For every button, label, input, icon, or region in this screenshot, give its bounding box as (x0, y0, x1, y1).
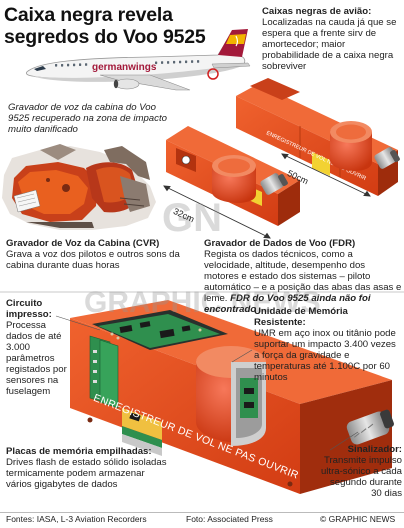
cvr-body: Grava a voz dos pilotos e outros sons da… (6, 249, 180, 272)
dimension-arrows (163, 153, 371, 239)
fdr-heading: Gravador de Dados de Voo (FDR) (204, 238, 356, 249)
cutaway-box-drawing (70, 300, 394, 494)
footer-photo-credit: Foto: Associated Press (186, 514, 273, 524)
memory-unit-heading: Unidade de Memória Resistente: (254, 306, 348, 329)
crash-survivable-memory-unit (196, 346, 266, 446)
fdr-description: Gravador de Dados de Voo (FDR) Regista o… (204, 238, 402, 315)
black-boxes-body: Localizadas na cauda já que se espera qu… (262, 17, 397, 73)
cvr-memory-cylinder (212, 155, 256, 203)
cvr-heading: Gravador de Voz da Cabina (CVR) (6, 238, 160, 249)
beacon-callout: Sinalizador: Transmite impulso ultra-són… (318, 444, 402, 499)
black-boxes-heading: Caixas negras de avião: (262, 6, 372, 17)
beacon-body: Transmite impulso ultra-sónico a cada se… (320, 455, 402, 500)
cvr-found-note: Gravador de voz da cabina do Voo 9525 re… (8, 102, 167, 136)
memory-boards-callout: Placas de memória empilhadas: Drives fla… (6, 446, 172, 490)
beacon-heading: Sinalizador: (347, 444, 402, 455)
fdr-box-drawing: ENREGISTREUR DE VOL NE PAS OUVRIR (236, 78, 400, 196)
watermark-text: GRAPHIC NEWS (84, 286, 321, 319)
fdr-memory-cylinder (330, 121, 372, 171)
footer-sources: Fontes: IASA, L-3 Aviation Recorders (6, 514, 147, 524)
footer-copyright: © GRAPHIC NEWS (320, 514, 396, 524)
circuit-heading: Circuito impresso: (6, 298, 52, 321)
black-boxes-callout: Caixas negras de avião: Localizadas na c… (262, 6, 402, 72)
fdr-body: Regista os dados técnicos, como a veloci… (204, 249, 402, 305)
page-title: Caixa negra revela segredos do Voo 9525 (4, 4, 206, 49)
airline-logo-text: germanwings (92, 62, 157, 73)
fdr-note: FDR do Voo 9525 ainda não foi encontrado (204, 293, 371, 316)
fdr-beacon (374, 147, 400, 169)
memory-boards-heading: Placas de memória empilhadas: (6, 446, 152, 457)
circuit-callout: Circuito impresso: Processa dados de até… (6, 298, 72, 397)
cvr-box-drawing (166, 126, 300, 226)
circuit-body: Processa dados de até 3.000 parâmetros r… (6, 320, 67, 398)
watermark-gn: GN (162, 196, 222, 240)
airplane-drawing: germanwings (25, 29, 251, 91)
memory-unit-callout: Unidade de Memória Resistente: UMR em aç… (254, 306, 400, 383)
cvr-beacon (260, 173, 288, 195)
memory-boards-stack (122, 408, 162, 456)
memory-unit-body: UMR em aço inox ou titânio pode suportar… (254, 328, 396, 384)
damaged-cvr-photo (2, 144, 156, 230)
memory-boards-body: Drives flash de estado sólido isoladas t… (6, 457, 167, 491)
callout-lines (55, 315, 359, 451)
footer-divider (0, 512, 404, 513)
underwater-beacon (346, 409, 394, 445)
cvr-description: Gravador de Voz da Cabina (CVR) Grava a … (6, 238, 196, 271)
